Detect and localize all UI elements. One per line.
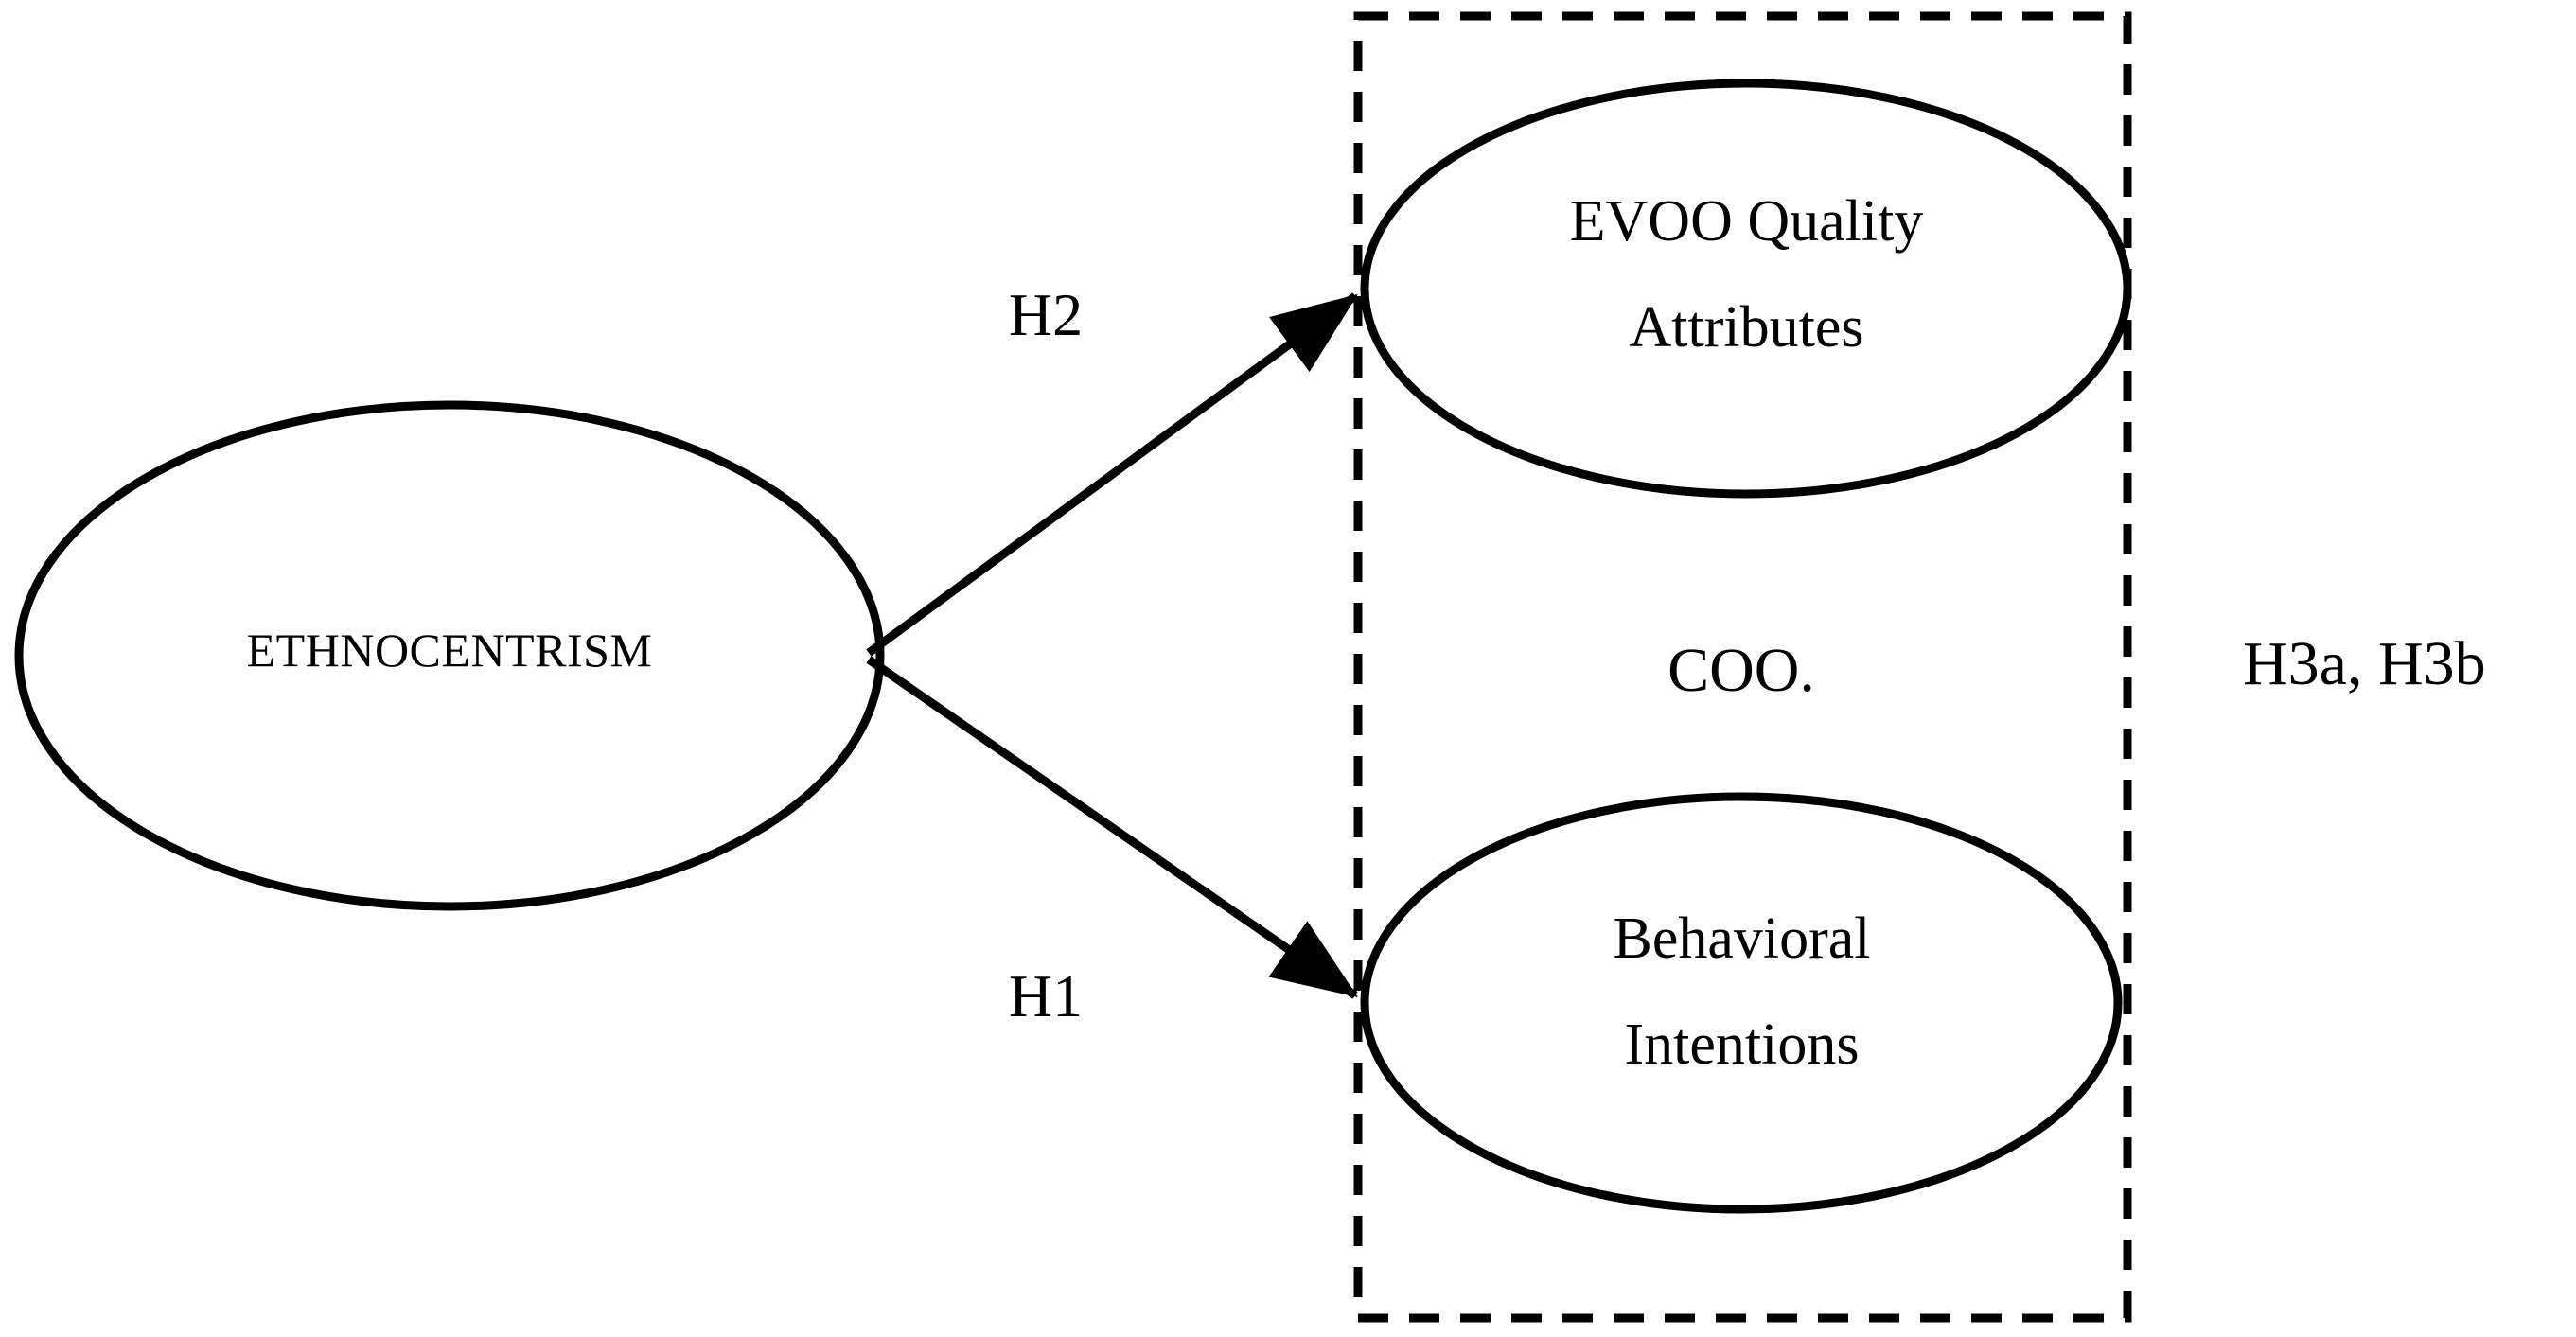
coo-group-label: COO. [1667, 636, 1815, 705]
node-label-evoo-line-1: EVOO Quality [1569, 189, 1924, 254]
coo-group-dashed-border [1353, 11, 2132, 1323]
edge-arrow-h2 [866, 292, 1358, 657]
edge-label-h1: H1 [1008, 962, 1084, 1029]
node-ellipse-ethnocentrism [14, 400, 885, 911]
annotation-label-h3a-h3b: H3a, H3b [2243, 629, 2486, 698]
node-ellipse-behavioral-intentions [1360, 792, 2123, 1214]
node-label-behavioral-line-1: Behavioral [1613, 906, 1871, 971]
node-ellipse-evoo-quality-attributes [1360, 79, 2132, 499]
edge-label-h2: H2 [1008, 281, 1084, 348]
node-label-evoo-line-2: Attributes [1629, 295, 1864, 361]
node-label-behavioral-line-2: Intentions [1624, 1012, 1860, 1078]
node-label-ethnocentrism: ETHNOCENTRISM [246, 624, 653, 677]
edge-arrow-h1 [866, 656, 1358, 999]
